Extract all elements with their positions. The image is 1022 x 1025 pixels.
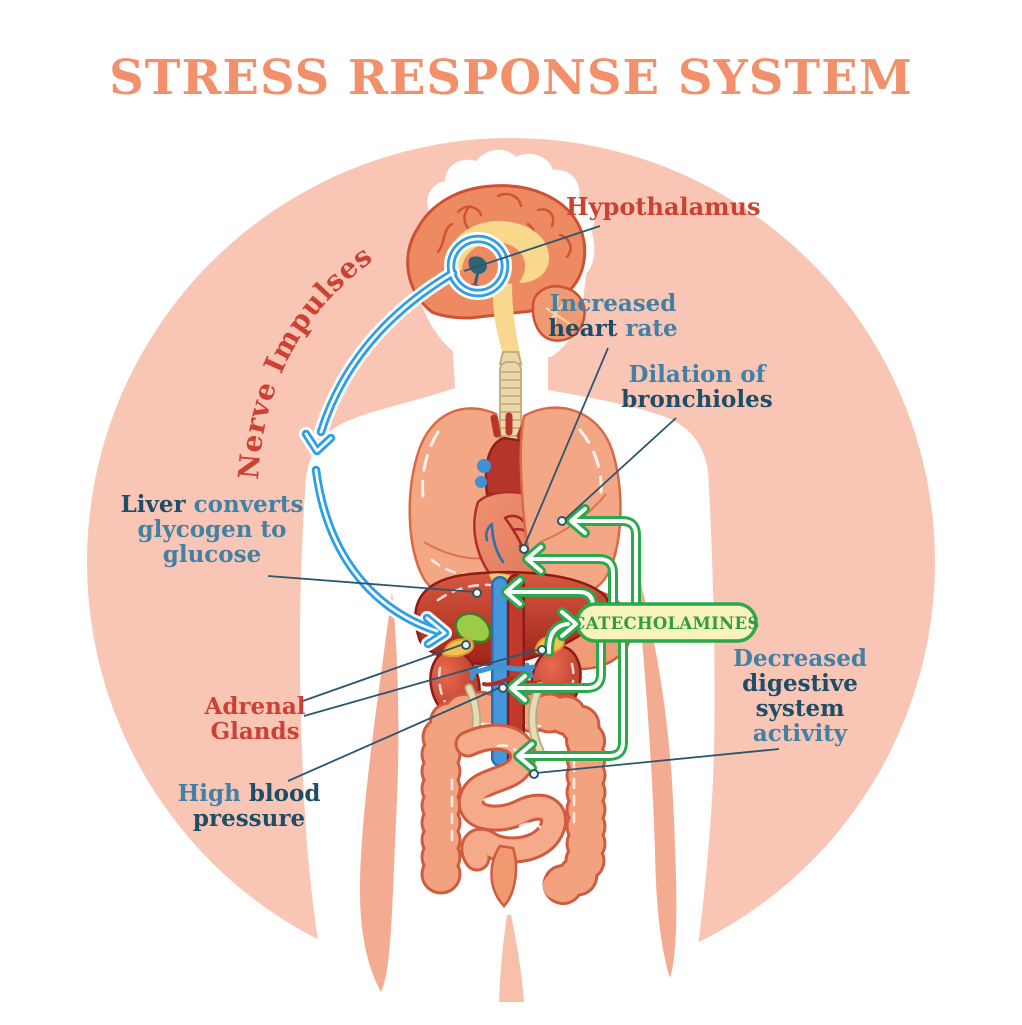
liver-word-1: Liver [120,491,186,518]
digestive-word-1: Decreased [733,645,867,672]
liver-word-2: converts [185,491,304,518]
hypothalamus-text: Hypothalamus [566,192,761,221]
rectum [490,844,518,908]
nerve-impulses-arrow [299,232,512,651]
leader-lines [267,225,780,782]
bronchioles-word-1: Dilation of [628,361,766,388]
high-bp-word-3: pressure [192,805,306,832]
high-bp-word-1: High [177,780,241,807]
digestive-word-4: activity [752,720,848,747]
digestive-word-2: digestive [742,670,858,697]
catecholamine-arrows: CATECHOLAMINES [501,504,759,773]
arrow-to-bronchioles [566,504,641,611]
adrenal-word-1: Adrenal [204,693,306,720]
label-hypothalamus: Hypothalamus [566,194,761,220]
bronchioles-word-2: bronchioles [621,386,773,413]
heart-rate-word-3: rate [617,315,678,342]
label-increased-heart-rate: Increased heart rate [548,291,677,341]
legs-gap [499,915,524,1002]
arrow-to-kidney-vessels [506,634,606,705]
large-intestine [420,690,607,907]
heart-rate-word-2: heart [548,315,618,342]
catecholamines-badge: CATECHOLAMINES [572,602,759,643]
liver-word-3: glycogen to [137,516,287,543]
catecholamines-label: CATECHOLAMINES [572,614,759,633]
arrow-to-heart [522,542,618,611]
digestive-word-3: system [755,695,845,722]
label-adrenal-glands: Adrenal Glands [204,694,305,744]
arrow-adrenal-to-badge [543,607,581,657]
label-liver-glycogen: Liver converts glycogen to glucose [121,492,304,567]
heart-rate-word-1: Increased [549,290,677,317]
right-arm-gap [634,558,677,978]
label-decreased-digestive: Decreased digestive system activity [733,646,867,746]
label-dilation-bronchioles: Dilation of bronchioles [621,362,772,412]
page-title: STRESS RESPONSE SYSTEM [109,50,913,106]
liver-word-4: glucose [162,541,262,568]
adrenal-word-2: Glands [210,718,300,745]
label-high-blood-pressure: High blood pressure [178,781,321,831]
arrow-to-intestines [513,634,628,773]
high-bp-word-2: blood [240,780,321,807]
